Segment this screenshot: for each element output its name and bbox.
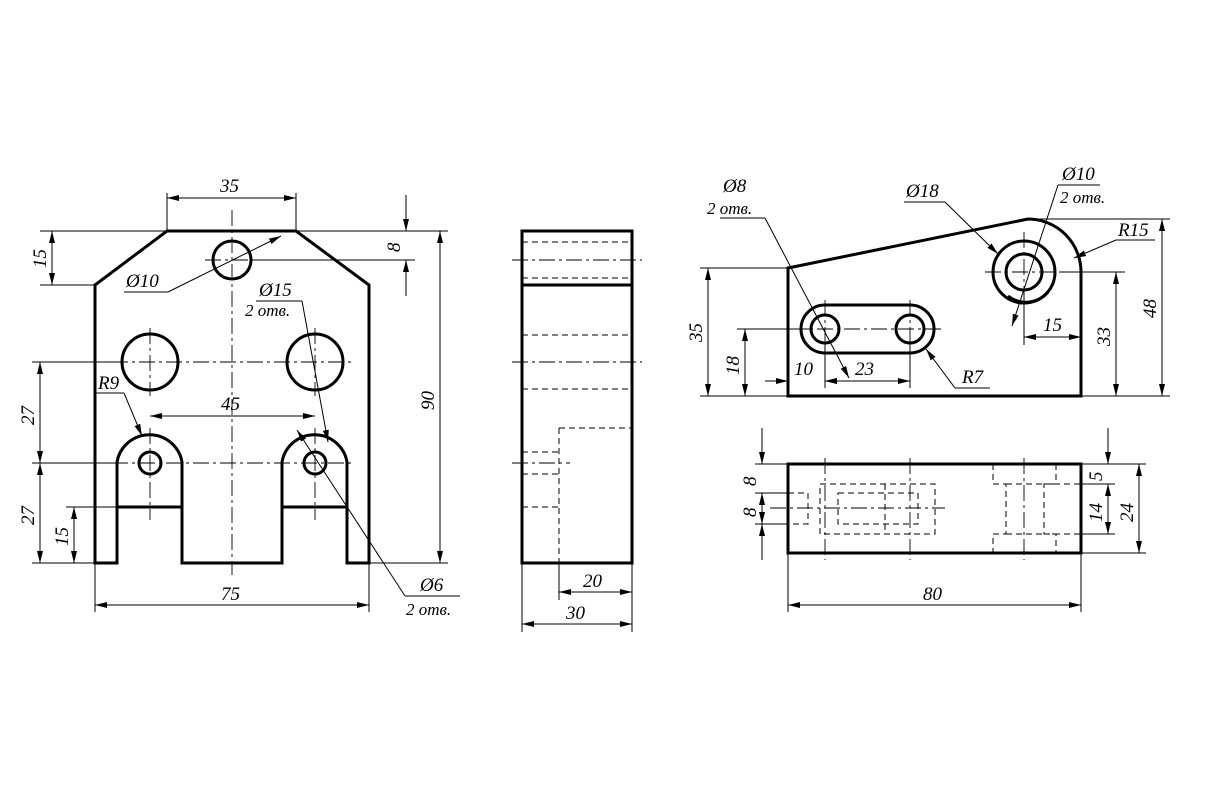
dim-hole-distance: 45 [221,394,240,415]
side-view: 20 30 [512,229,642,632]
label-small-holes-count: 2 отв. [406,600,451,619]
right-u-slot [280,433,349,507]
front-view: 35 15 8 90 Ø10 Ø15 2 отв. 27 27 [18,176,460,619]
label-top-hole-diameter: Ø10 [125,271,159,292]
dim-chamfer-height: 15 [30,249,51,268]
dim-slot-offset: 10 [794,359,814,380]
dim-bottom-right-total: 24 [1117,503,1138,523]
dim-bottom-right-top: 5 [1086,472,1107,482]
side-outline [520,229,634,565]
dim-bottom-left-upper: 8 [740,476,761,486]
label-boss-radius: R15 [1117,220,1149,241]
label-boss-hole-diameter: Ø10 [1061,164,1095,185]
dim-bottom-left-lower: 8 [740,507,761,517]
label-large-holes-count: 2 отв. [245,301,290,320]
label-slot-holes-count: 2 отв. [707,199,752,218]
dim-lower-spacing: 27 [18,505,39,526]
right-outline [786,217,1083,398]
dim-top-width: 35 [219,176,239,197]
left-u-slot [115,433,184,507]
label-large-holes-diameter: Ø15 [258,280,292,301]
dim-slot-height: 15 [52,527,73,546]
label-boss-diameter: Ø18 [905,181,939,202]
dim-bottom-right-middle: 14 [1086,503,1107,523]
dim-total-height: 48 [1140,299,1161,319]
dim-left-height: 35 [686,323,707,343]
dim-slot-length: 23 [855,359,874,380]
dim-boss-height: 33 [1094,327,1115,347]
dim-boss-offset: 15 [1043,315,1062,336]
dim-bottom-total-length: 80 [923,584,943,605]
bottom-view: 8 8 5 14 24 80 [740,428,1146,612]
label-small-holes-diameter: Ø6 [419,575,444,596]
dim-upper-spacing: 27 [18,405,39,426]
label-slot-radius: R9 [97,373,120,394]
label-slot-radius: R7 [961,367,985,388]
label-boss-hole-count: 2 отв. [1060,188,1105,207]
label-slot-holes-diameter: Ø8 [722,176,747,197]
dim-slot-height: 18 [723,356,744,376]
bottom-outline [786,462,1083,555]
dim-total-width: 75 [221,584,240,605]
dim-side-inner-width: 20 [583,571,603,592]
dim-total-height: 90 [418,391,439,411]
dim-top-hole-offset: 8 [384,242,405,252]
dim-side-total-width: 30 [565,603,586,624]
right-view: Ø8 2 отв. Ø18 Ø10 2 отв. R15 35 18 10 23 [686,164,1170,398]
